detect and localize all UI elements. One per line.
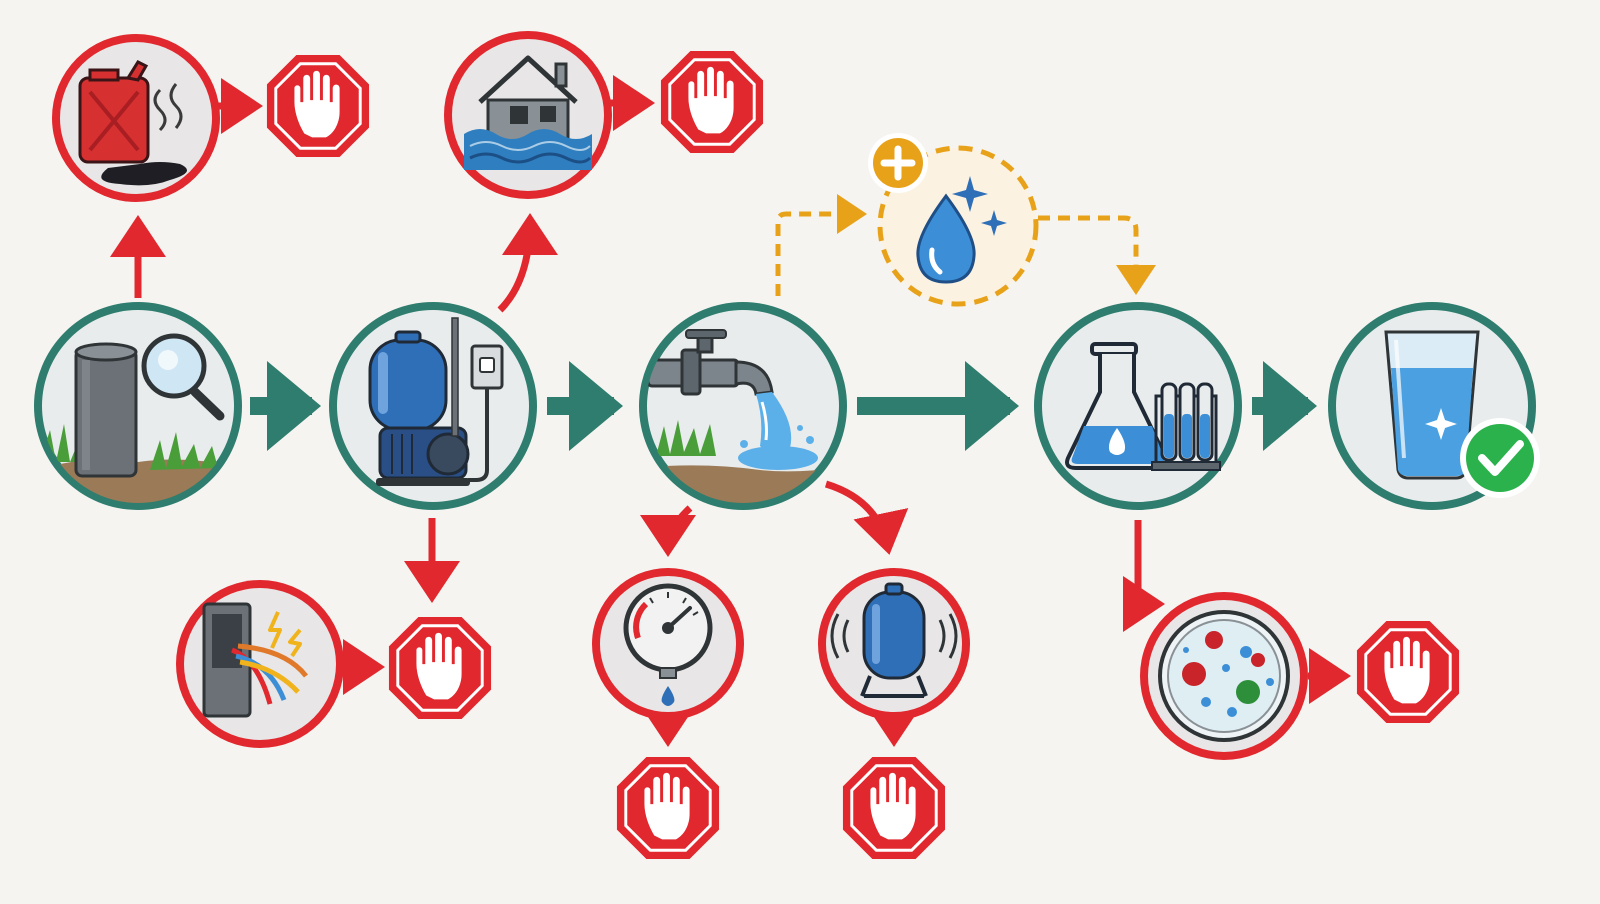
checkmark-icon	[1460, 418, 1540, 498]
drinking-glass-icon	[1384, 330, 1480, 480]
arrow-to-flood-hazard	[497, 213, 558, 313]
step-disinfect-optional	[868, 133, 1039, 307]
faucet-flow-icon	[646, 329, 840, 503]
well-inspection-icon	[41, 333, 235, 503]
step-inspect-well	[34, 302, 242, 510]
hazard-arrows	[110, 75, 1351, 747]
step-pump-system	[329, 302, 537, 510]
plus-icon	[868, 133, 928, 193]
pressure-gauge-icon	[623, 583, 713, 706]
stop-hand-icon	[615, 755, 721, 861]
arrow-to-bacteria-hazard	[1123, 520, 1165, 632]
hazard-flooded-well	[444, 31, 612, 199]
water-drop-sparkle-icon	[916, 176, 1007, 284]
stop-hand-icon	[1355, 619, 1461, 725]
hazard-bacteria-detected	[1140, 592, 1308, 760]
flooded-house-icon	[464, 55, 592, 170]
fuel-can-spill-icon	[78, 60, 188, 186]
electrical-hazard-icon	[202, 602, 308, 718]
stop-hand-icon	[841, 755, 947, 861]
step-flush-water	[639, 302, 847, 510]
hazard-low-pressure	[592, 568, 744, 720]
hazard-tank-noise	[818, 568, 970, 720]
step-safe-to-drink	[1328, 302, 1540, 510]
dashed-arrow-to-disinfect	[775, 194, 867, 296]
arrow-to-gauge-hazard	[640, 505, 697, 557]
stop-hand-icon	[265, 53, 371, 159]
bacteria-dish-icon	[1158, 610, 1290, 742]
hazard-fuel-contamination	[52, 34, 220, 202]
hazard-damaged-wiring	[176, 580, 344, 748]
dashed-arrow-from-disinfect	[1038, 215, 1156, 295]
vibrating-tank-icon	[830, 582, 958, 698]
optional-path	[775, 194, 1156, 296]
stop-hand-icon	[387, 615, 493, 721]
arrow-to-tank-hazard	[824, 480, 909, 555]
step-lab-test	[1034, 302, 1242, 510]
pressure-pump-icon	[368, 317, 504, 486]
lab-flask-icon	[1065, 342, 1221, 471]
stop-hand-icon	[659, 49, 765, 155]
